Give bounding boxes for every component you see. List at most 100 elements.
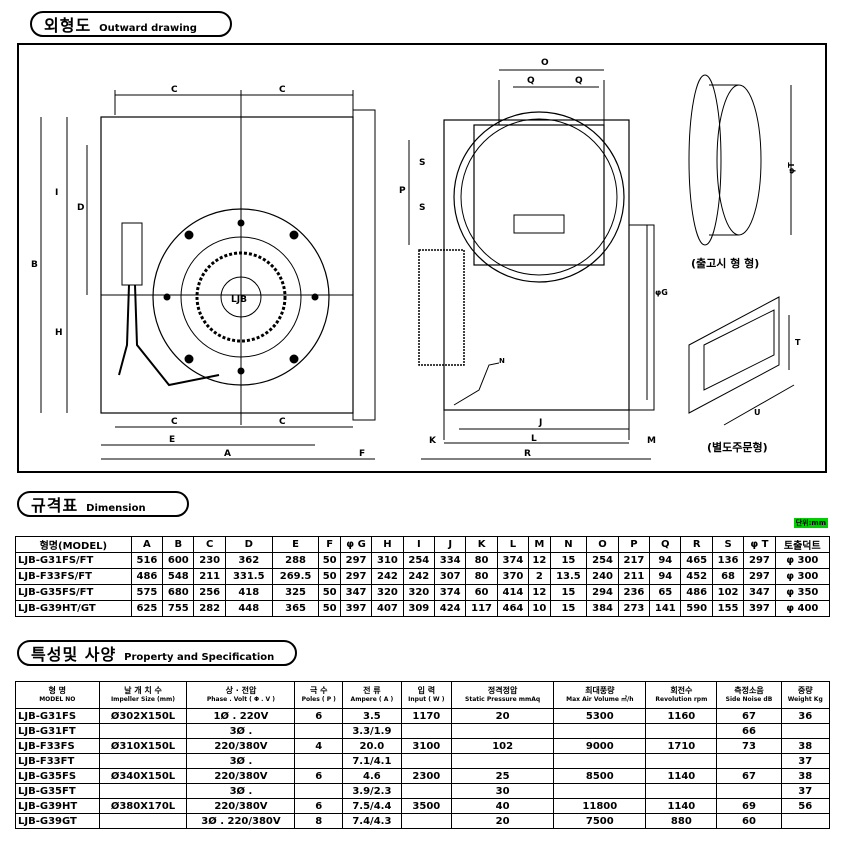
dim-cell: 320 — [402, 584, 436, 601]
spec-cell-pressure: 40 — [450, 798, 555, 814]
side-plate-right — [628, 224, 655, 411]
dim-cell: 211 — [617, 568, 651, 585]
outward-subtitle: Outward drawing — [99, 22, 197, 34]
dim-cell: 424 — [433, 600, 467, 617]
spec-header-label: 상 · 전압 — [225, 686, 257, 695]
dim-header-cell: N — [549, 536, 588, 553]
spec-cell-rpm — [645, 723, 718, 739]
motor-logo: LJB — [231, 295, 247, 305]
dim-header-cell: O — [586, 536, 619, 553]
spec-cell-rpm: 1140 — [645, 768, 718, 784]
dim-label-T-flange: T — [795, 338, 801, 347]
spec-cell-volume — [553, 723, 647, 739]
spec-header-label: 날 개 치 수 — [124, 686, 162, 695]
spec-cell-weight: 37 — [780, 783, 831, 799]
dim-cell: LJB-G31FS/FT — [15, 552, 132, 569]
dim-cell: 15 — [549, 600, 588, 617]
dim-cell: 384 — [586, 600, 619, 617]
dim-cell: 755 — [162, 600, 195, 617]
dim-cell: 370 — [496, 568, 530, 585]
spec-cell-volume — [553, 783, 647, 799]
dim-cell: 141 — [649, 600, 682, 617]
spec-cell-phase: 3Ø . 220/380V — [186, 813, 296, 829]
dim-label-G: φG — [655, 288, 668, 297]
dim-label-O: O — [541, 58, 549, 68]
spec-cell-input: 1170 — [400, 708, 452, 724]
spec-header-label: 정격정압 — [487, 686, 518, 695]
dim-cell: 94 — [649, 552, 682, 569]
spec-cell-volume: 9000 — [553, 738, 647, 754]
dim-header-cell: F — [318, 536, 341, 553]
spec-cell-amp: 3.9/2.3 — [342, 783, 402, 799]
dim-cell: 269.5 — [271, 568, 320, 585]
dim-cell: 217 — [617, 552, 651, 569]
dim-cell: 600 — [162, 552, 195, 569]
dim-cell: 50 — [318, 600, 341, 617]
spec-cell-amp: 3.5 — [342, 708, 402, 724]
spec-cell-noise: 66 — [716, 723, 782, 739]
dim-cell: 242 — [371, 568, 404, 585]
spec-cell-poles — [294, 783, 344, 799]
spec-cell-volume: 5300 — [553, 708, 647, 724]
dim-header-cell: E — [271, 536, 320, 553]
dim-cell: 155 — [711, 600, 745, 617]
dim-label-L: L — [531, 434, 537, 444]
dim-header-cell: S — [711, 536, 745, 553]
outlet-caption: (출고시 형 형) — [691, 256, 759, 270]
spec-header-label: 중량 — [797, 686, 813, 695]
dim-header-cell: A — [130, 536, 164, 553]
dim-header-cell: φ G — [339, 536, 373, 553]
front-side-plate — [352, 109, 376, 421]
dim-cell: 13.5 — [549, 568, 588, 585]
spec-header-label: 전 류 — [363, 686, 381, 695]
spec-header-label: 형 명 — [48, 686, 67, 695]
dim-header-cell: Q — [649, 536, 682, 553]
spec-cell-pressure — [450, 723, 555, 739]
dim-cell: LJB-F33FS/FT — [15, 568, 132, 585]
dim-label-C-top-right: C — [279, 85, 286, 95]
spec-header-sub: Static Pressure mmAq — [465, 696, 541, 703]
drawing-canvas: LJB C C C C E A F B H I D O Q Q P S S φG… — [31, 58, 801, 460]
dim-cell: 297 — [339, 552, 373, 569]
dim-cell: 288 — [271, 552, 320, 569]
spec-cell-size: Ø302X150L — [98, 708, 188, 724]
spec-cell-phase: 220/380V — [186, 768, 296, 784]
dim-cell: 15 — [549, 552, 588, 569]
spec-cell-amp: 7.4/4.3 — [342, 813, 402, 829]
dim-cell: 486 — [680, 584, 713, 601]
spec-header-sub: Poles ( P ) — [301, 696, 336, 703]
dim-cell: 334 — [433, 552, 467, 569]
dim-cell: 94 — [649, 568, 682, 585]
dim-cell: 10 — [528, 600, 551, 617]
spec-cell-model: LJB-F33FT — [15, 753, 100, 769]
spec-cell-size: Ø340X150L — [98, 768, 188, 784]
spec-cell-poles — [294, 723, 344, 739]
spec-cell-noise: 69 — [716, 798, 782, 814]
spec-header-label: 입 력 — [417, 686, 436, 695]
spec-cell-size — [98, 753, 188, 769]
dim-header-cell: B — [162, 536, 195, 553]
spec-cell-weight — [780, 813, 831, 829]
outlet-circle-inner — [460, 118, 618, 276]
dim-label-H: H — [55, 328, 63, 338]
dim-cell: 50 — [318, 552, 341, 569]
dim-cell: φ 300 — [774, 568, 831, 585]
dim-cell: 12 — [528, 584, 551, 601]
dim-cell: 625 — [130, 600, 164, 617]
spec-cell-weight: 38 — [780, 768, 831, 784]
motor-fins — [195, 251, 287, 343]
spec-cell-noise: 67 — [716, 708, 782, 724]
